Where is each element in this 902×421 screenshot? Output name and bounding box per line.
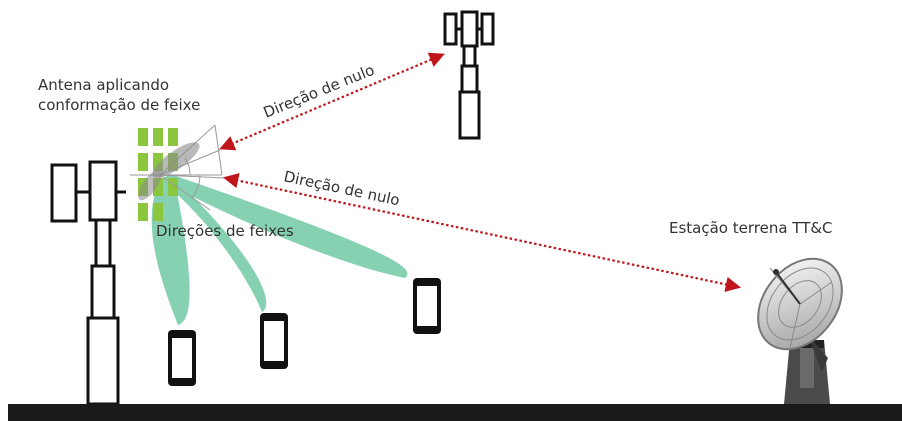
smartphone-icon [260, 313, 288, 369]
main-cell-tower-icon [50, 160, 126, 406]
array-element [153, 128, 163, 146]
array-element [168, 178, 178, 196]
null-arrow-top [219, 52, 445, 151]
beam-lobe-gray [152, 142, 200, 178]
ground-station-label: Estação terrena TT&C [669, 219, 833, 237]
beam-lobe-gray [138, 169, 162, 201]
null-direction-label-mid: Direção de nulo [282, 167, 401, 209]
null-direction-label-top: Direção de nulo [261, 61, 377, 122]
array-element [138, 153, 148, 171]
antenna-label-line1: Antena aplicando [38, 76, 169, 94]
array-element [138, 128, 148, 146]
array-element [138, 203, 148, 221]
smartphone-icon [413, 278, 441, 334]
antenna-array [130, 124, 226, 221]
beam-directions-label: Direções de feixes [156, 222, 294, 240]
satellite-dish-icon [757, 257, 843, 404]
null-arrow-mid [222, 173, 742, 292]
beam-left [151, 180, 190, 325]
antenna-label-line2: conformação de feixe [38, 96, 200, 114]
array-element [153, 153, 163, 171]
array-element [153, 178, 163, 196]
smartphone-icon [168, 330, 196, 386]
remote-cell-tower-icon [443, 10, 495, 140]
array-element [153, 203, 163, 221]
ground-bar [8, 404, 902, 421]
array-element [168, 128, 178, 146]
